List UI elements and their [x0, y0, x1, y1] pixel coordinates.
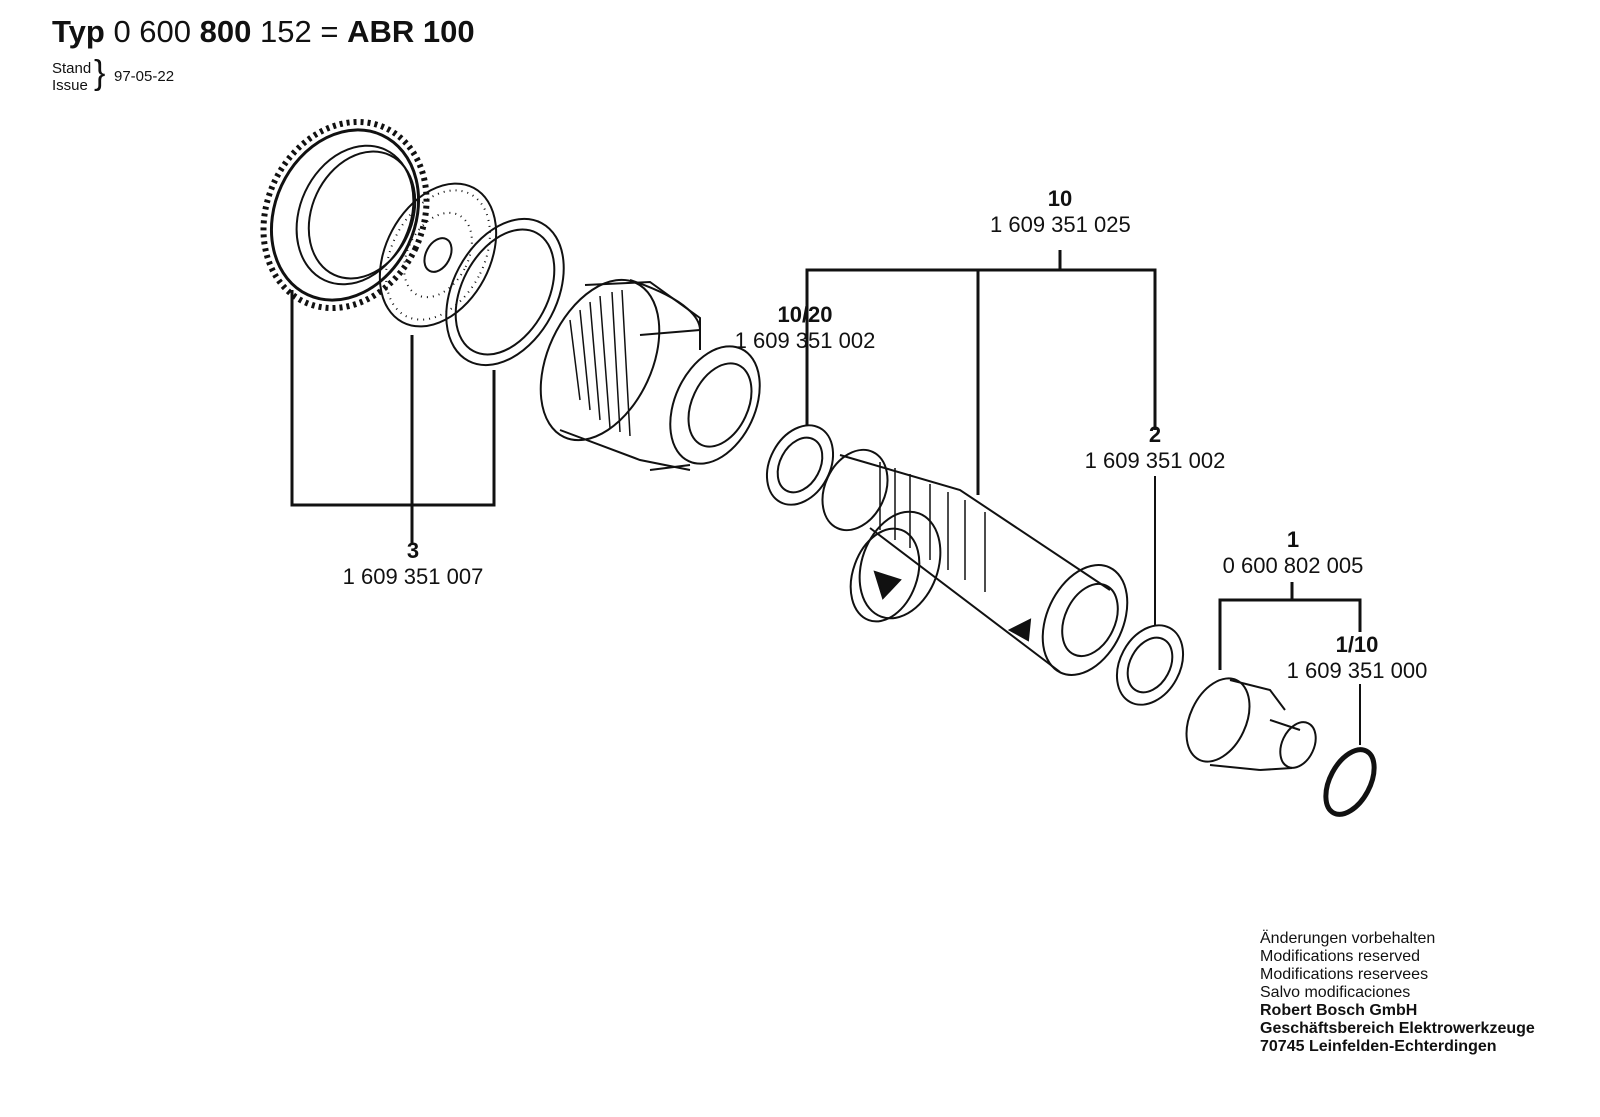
knurled-nut-drawing: [260, 118, 430, 312]
callout-1-10: 1/10 1 609 351 000: [1282, 632, 1432, 684]
document-title: Typ 0 600 800 152 = ABR 100: [52, 14, 475, 50]
footer-line-de: Änderungen vorbehalten: [1260, 930, 1436, 947]
part-code: 1 609 351 007: [342, 564, 484, 589]
callout-3: 3 1 609 351 007: [338, 538, 488, 590]
gasket-ring-drawing: [445, 217, 565, 367]
part-code: 1 609 351 000: [1286, 658, 1428, 683]
o-ring-drawing: [1323, 747, 1377, 817]
hose-connector-drawing: [1185, 677, 1317, 771]
washer-2-drawing: [1115, 624, 1185, 706]
issue-date: 97-05-22: [114, 68, 175, 85]
part-number: 2: [1148, 422, 1162, 447]
part-number: 10/20: [777, 302, 833, 327]
part-number: 10: [1047, 186, 1073, 211]
sieve-disc-drawing: [378, 182, 498, 328]
callout-2: 2 1 609 351 002: [1080, 422, 1230, 474]
footer-division: Geschäftsbereich Elektrowerkzeuge: [1260, 1020, 1535, 1037]
model-name: ABR 100: [347, 14, 475, 49]
callout-10: 10 1 609 351 025: [990, 186, 1131, 238]
part-code: 1 609 351 002: [1084, 448, 1226, 473]
part-number: 1: [1286, 527, 1300, 552]
type-number-part-b: 800: [199, 14, 252, 49]
footer-line-es: Salvo modificaciones: [1260, 984, 1411, 1001]
bracket-part-1: [1218, 582, 1362, 670]
brace-glyph: }: [94, 54, 106, 92]
type-number-part-c: 152 =: [260, 14, 339, 49]
type-number-part-a: 0 600: [113, 14, 192, 49]
part-number: 1/10: [1335, 632, 1379, 657]
part-code: 1 609 351 002: [734, 328, 876, 353]
callout-1: 1 0 600 802 005: [1218, 527, 1368, 579]
typ-label: Typ: [52, 14, 105, 49]
issue-label: Issue: [52, 77, 88, 94]
part-code: 0 600 802 005: [1222, 553, 1364, 578]
footer-notice: Änderungen vorbehalten Modifications res…: [1260, 930, 1535, 1056]
washer-10-20-drawing: [765, 424, 835, 506]
valve-body-drawing: [821, 448, 1129, 676]
footer-line-en: Modifications reserved: [1260, 948, 1421, 965]
bracket-part-10: [805, 250, 1157, 495]
stand-issue-labels: Stand Issue: [52, 60, 91, 94]
nozzle-body-drawing: [539, 278, 761, 471]
callout-10-20: 10/20 1 609 351 002: [730, 302, 880, 354]
stand-label: Stand: [52, 60, 92, 77]
footer-address: 70745 Leinfelden-Echterdingen: [1260, 1038, 1497, 1055]
footer-line-fr: Modifications reservees: [1260, 966, 1429, 983]
part-number: 3: [406, 538, 420, 563]
bracket-part-3: [290, 290, 496, 545]
footer-company: Robert Bosch GmbH: [1260, 1002, 1418, 1019]
part-code: 1 609 351 025: [990, 212, 1131, 237]
